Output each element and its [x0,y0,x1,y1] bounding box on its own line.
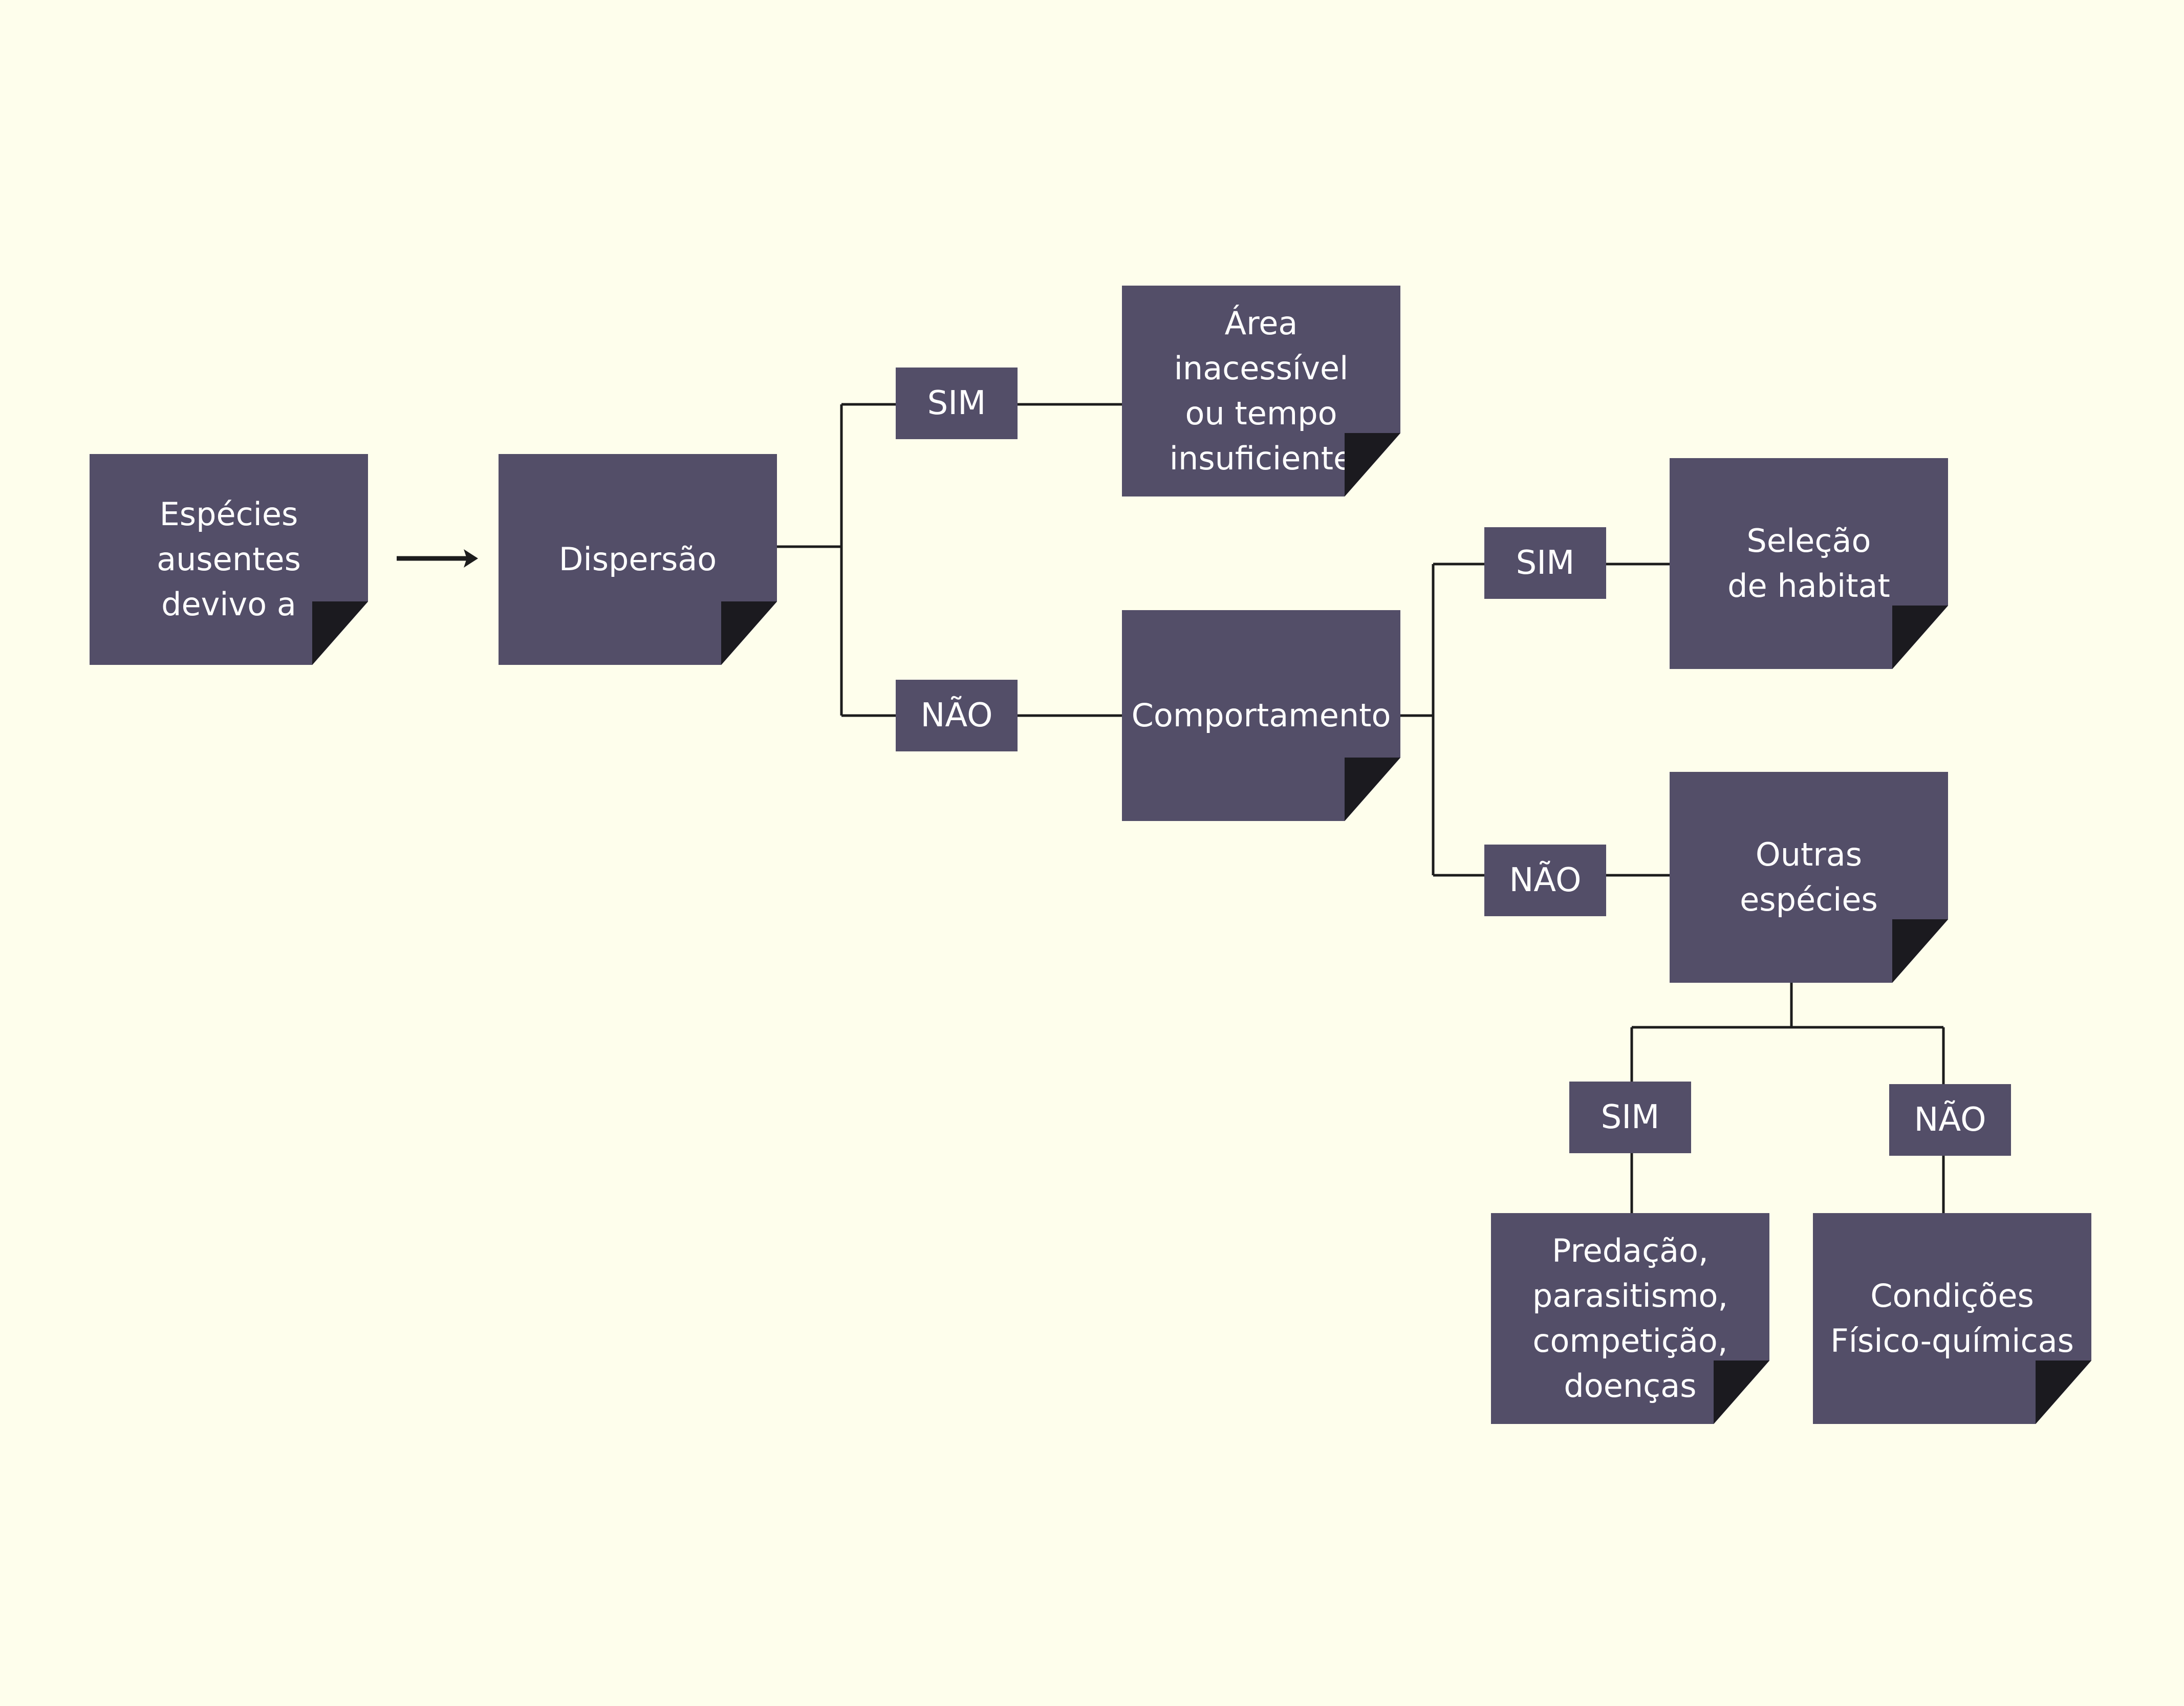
tag-sim-comportamento: SIM [1484,527,1606,599]
node-comportamento: Comportamento [1122,610,1400,821]
connector-outras-branch [1630,983,1945,1213]
node-area-inacessivel: Área inacessível ou tempo insuficiente [1122,286,1400,496]
tag-sim-dispersao-label: SIM [927,384,986,422]
node-dispersao: Dispersão [499,454,777,665]
tag-nao-outras: NÃO [1889,1084,2011,1156]
node-comportamento-label: Comportamento [1131,697,1391,734]
connector-comportamento-branch [1400,563,1670,877]
node-especies-ausentes: Espécies ausentes devivo a [90,454,368,665]
connector-dispersao-branch [777,403,1122,717]
node-selecao-habitat: Seleção de habitat [1670,458,1948,669]
tag-sim-comportamento-label: SIM [1516,544,1575,582]
tag-nao-comportamento-label: NÃO [1509,861,1582,899]
tag-nao-comportamento: NÃO [1484,845,1606,916]
tag-sim-outras-label: SIM [1601,1098,1660,1136]
tag-nao-dispersao-label: NÃO [920,697,993,735]
node-condicoes: Condições Físico-químicas [1813,1213,2091,1424]
arrow-start-to-dispersao [397,549,478,568]
node-outras-especies: Outras espécies [1670,772,1948,983]
tag-sim-outras: SIM [1569,1082,1691,1153]
node-selecao-habitat-label: Seleção de habitat [1727,522,1890,604]
node-predacao: Predação, parasitismo, competição, doenç… [1491,1213,1769,1424]
node-dispersao-label: Dispersão [558,541,717,578]
node-area-inacessivel-label: Área inacessível ou tempo insuficiente [1169,305,1353,477]
node-predacao-label: Predação, parasitismo, competição, doenç… [1532,1232,1728,1405]
tag-sim-dispersao: SIM [896,368,1018,439]
node-condicoes-label: Condições Físico-químicas [1830,1277,2074,1359]
tag-nao-outras-label: NÃO [1914,1101,1986,1139]
node-outras-especies-label: Outras espécies [1740,836,1878,918]
node-especies-ausentes-label: Espécies ausentes devivo a [157,495,301,623]
tag-nao-dispersao: NÃO [896,680,1018,751]
